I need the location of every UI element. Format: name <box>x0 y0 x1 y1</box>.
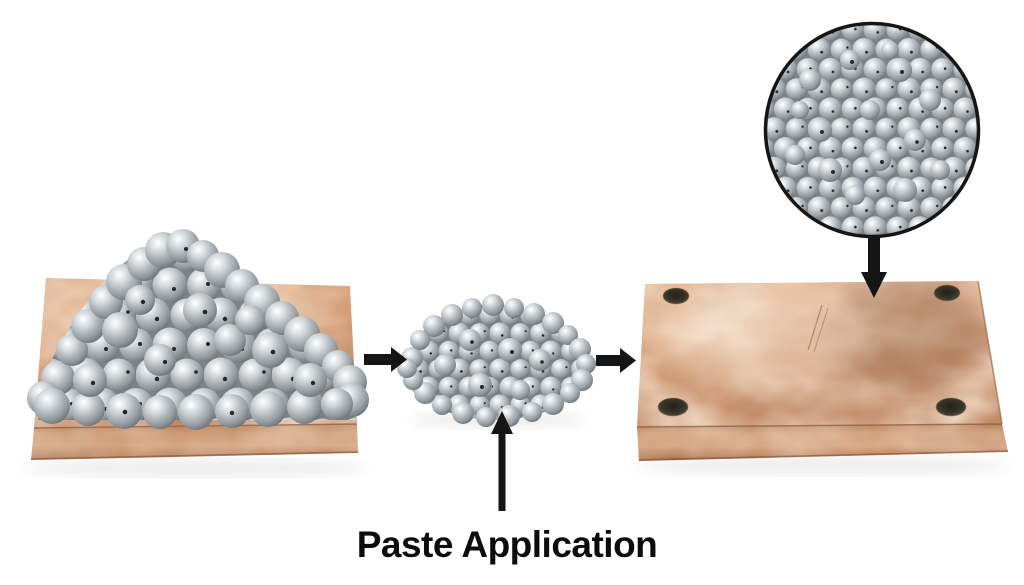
plate-bevel-edge <box>636 423 1003 428</box>
bead-drill-holes-small <box>470 340 544 389</box>
mounting-hole <box>935 397 967 417</box>
inset-bead-accents <box>785 41 950 205</box>
arrow-up-icon <box>491 411 513 511</box>
paste-application-label: Paste Application <box>357 524 658 565</box>
mounting-holes <box>657 284 967 417</box>
plate-right-edge <box>977 280 1003 425</box>
plate-bottom-edge <box>638 450 1009 461</box>
stage-solder-paste-pile <box>397 294 596 427</box>
stage-bead-pile-on-copper-tray <box>27 229 369 460</box>
ground-shadows <box>23 412 1010 477</box>
mounting-hole <box>933 284 961 302</box>
arrow-down-icon <box>861 238 887 298</box>
stage-copper-plate <box>636 280 1009 461</box>
mounting-hole <box>662 287 690 305</box>
bead-drill-holes-large <box>90 247 316 416</box>
arrow-right-icon <box>596 348 636 373</box>
bead-pile-large-silhouette <box>27 229 369 430</box>
tray-bottom-edge <box>30 451 359 460</box>
arrow-right-icon <box>364 347 407 372</box>
magnified-bead-view <box>763 21 981 239</box>
mounting-hole <box>657 397 689 417</box>
magnifier-circle <box>763 21 981 239</box>
paste-pile <box>404 304 590 421</box>
inset-bead-holes <box>820 60 919 174</box>
